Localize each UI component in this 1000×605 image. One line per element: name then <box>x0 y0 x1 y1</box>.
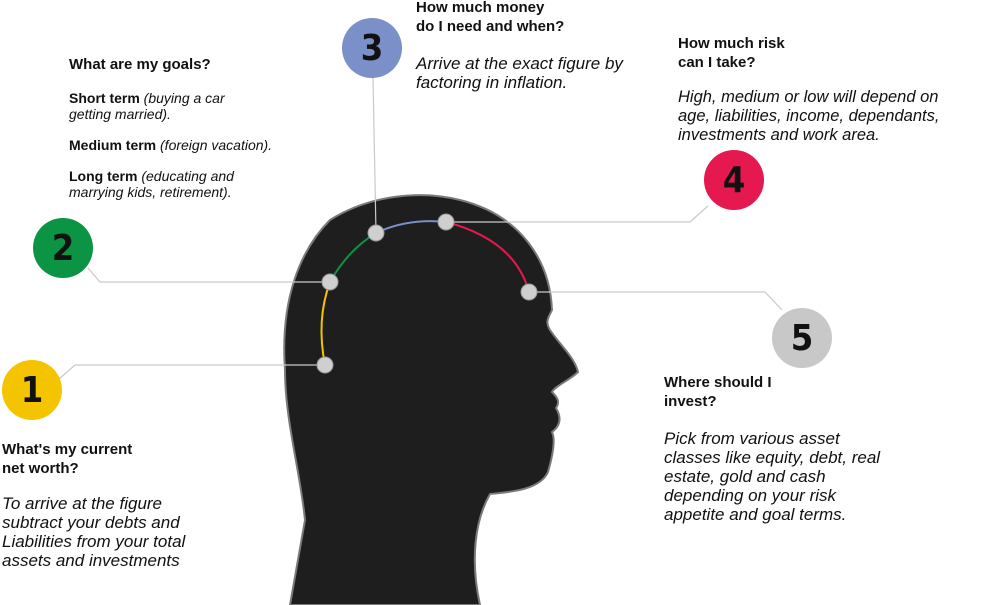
step-5-body: Pick from various asset classes like equ… <box>664 429 881 524</box>
connectors <box>57 77 783 381</box>
goal-short-term-detail: (buying a car getting married). <box>69 90 225 122</box>
goal-medium-term-label: Medium term <box>69 137 157 153</box>
step-3-heading: How much money do I need and when? <box>416 0 565 35</box>
step-4-heading: How much risk can I take? <box>678 35 785 71</box>
step-1-heading: What's my current net worth? <box>2 441 133 477</box>
arc-nodes <box>316 213 538 374</box>
goal-long-term-label: Long term <box>69 168 138 184</box>
step-5-number: 5 <box>790 317 814 359</box>
connector-4 <box>446 205 709 223</box>
step-5-heading: Where should I invest? <box>664 374 772 410</box>
goal-short-term-label: Short term <box>69 90 140 106</box>
step-2-badge: 2 <box>33 218 93 278</box>
connector-2 <box>87 267 330 283</box>
goal-long-term-detail: (educating and marrying kids, retirement… <box>69 168 234 200</box>
node-5 <box>520 283 538 301</box>
connector-1 <box>57 364 325 381</box>
node-1 <box>316 356 334 374</box>
step-5-badge: 5 <box>772 308 832 368</box>
arc-segment-4 <box>445 221 530 293</box>
head-silhouette <box>283 194 580 605</box>
connector-5 <box>529 291 783 311</box>
goal-short-term: Short term (buying a car getting married… <box>69 90 225 122</box>
node-4 <box>437 213 455 231</box>
step-1-badge: 1 <box>2 360 62 420</box>
connector-3 <box>372 77 377 234</box>
goal-medium-term: Medium term (foreign vacation). <box>69 137 272 153</box>
step-3-body: Arrive at the exact figure by factoring … <box>416 54 623 92</box>
step-4-badge: 4 <box>704 150 764 210</box>
step-2-heading: What are my goals? <box>69 56 211 73</box>
step-1-number: 1 <box>20 369 44 411</box>
step-3-number: 3 <box>360 27 384 69</box>
goal-long-term: Long term (educating and marrying kids, … <box>69 168 234 200</box>
step-1-body: To arrive at the figure subtract your de… <box>2 494 186 570</box>
goal-medium-term-detail: (foreign vacation). <box>156 137 273 153</box>
node-3 <box>367 224 385 242</box>
node-2 <box>321 273 339 291</box>
step-4-body: High, medium or low will depend on age, … <box>678 88 940 144</box>
step-2-number: 2 <box>51 227 75 269</box>
step-4-number: 4 <box>722 159 746 201</box>
step-3-badge: 3 <box>342 18 402 78</box>
